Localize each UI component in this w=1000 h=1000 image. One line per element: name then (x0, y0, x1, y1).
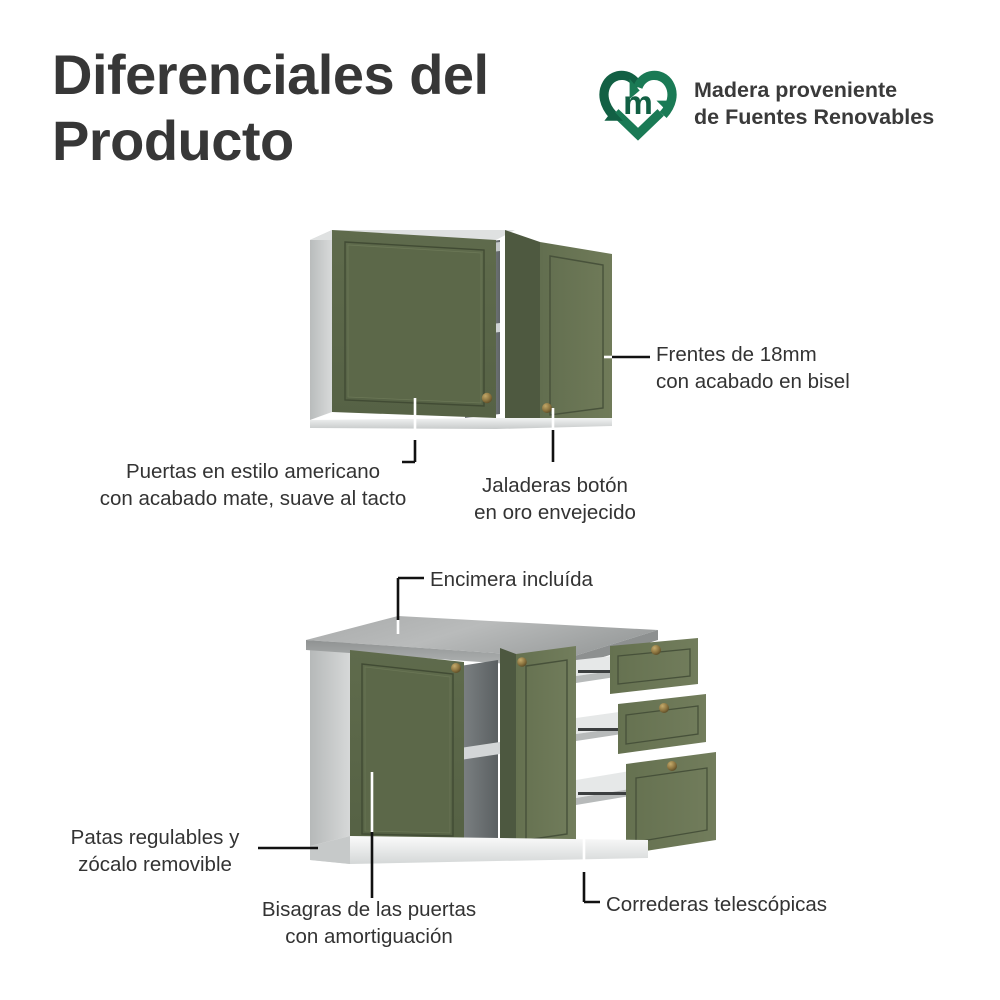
badge-text: Madera proveniente de Fuentes Renovables (694, 77, 935, 129)
lower-base-cabinet-illustration (288, 608, 718, 868)
drawer-bottom (626, 752, 716, 854)
callout-frentes-18mm: Frentes de 18mm con acabado en bisel (656, 343, 850, 394)
callout-encimera-incluida: Encimera incluída (430, 568, 593, 591)
drawer-knob (651, 645, 661, 655)
cabinet-left-side-panel (310, 230, 332, 420)
lower-left-door-closed (350, 650, 464, 850)
callout-puertas-estilo-americano: Puertas en estilo americano con acabado … (99, 460, 407, 511)
door-bevel-frame (344, 241, 485, 407)
callout-patas-regulables: Patas regulables y zócalo removible (70, 826, 240, 877)
plinth-toe-kick (310, 836, 648, 864)
cabinet-bottom-panel (310, 418, 612, 429)
door-bevel-frame (549, 255, 604, 416)
lower-middle-door-open (500, 646, 576, 852)
door-bevel-frame (361, 663, 454, 837)
drawer-middle (618, 694, 706, 754)
door-knob (481, 392, 493, 404)
page-title: Diferenciales del Producto (52, 43, 489, 173)
cabinet-shelf (460, 742, 500, 760)
upper-left-door-closed (332, 230, 496, 418)
door-knob (517, 657, 527, 667)
door-bevel-frame (525, 659, 568, 841)
drawer-bevel-frame (617, 648, 691, 685)
cabinet-left-side-panel (310, 638, 350, 860)
callout-bisagras-amortiguacion: Bisagras de las puertas con amortiguació… (261, 898, 477, 949)
callout-jaladeras-boton: Jaladeras botón en oro envejecido (474, 474, 636, 525)
door-knob (451, 663, 461, 673)
drawer-bevel-frame (625, 705, 699, 745)
door-knob (542, 403, 552, 413)
renewable-wood-badge: m Madera proveniente de Fuentes Renovabl… (596, 62, 934, 146)
upper-right-door-open (505, 230, 612, 427)
drawer-bevel-frame (635, 767, 708, 843)
renewable-wood-heart-recycle-icon: m (599, 70, 677, 141)
upper-wall-cabinet-illustration (300, 222, 640, 437)
badge-logo-letter: m (623, 85, 653, 122)
drawer-knob (659, 703, 669, 713)
callout-correderas-telescopicas: Correderas telescópicas (606, 893, 828, 916)
drawer-top (610, 638, 698, 694)
leader-correderas (582, 872, 600, 904)
drawer-knob (667, 761, 677, 771)
